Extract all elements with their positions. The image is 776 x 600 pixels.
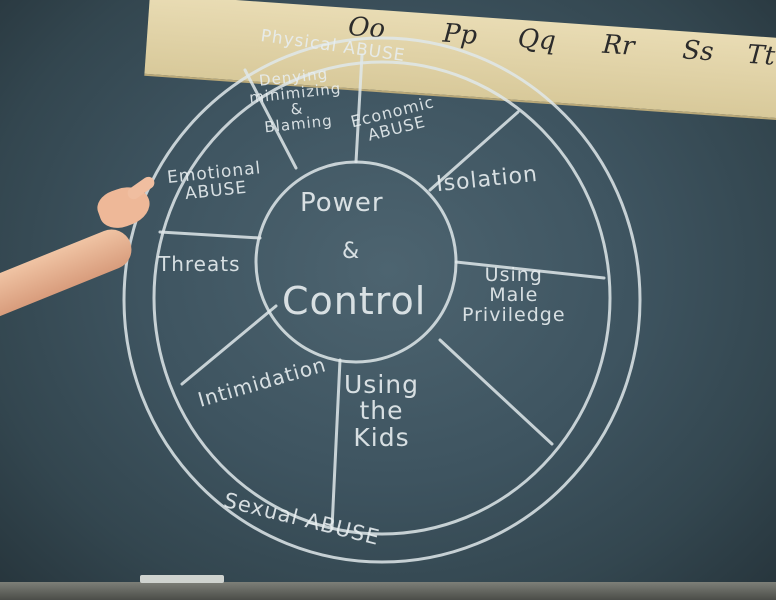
segment-using-kids: Using the Kids bbox=[344, 370, 419, 452]
spoke-threats-emotional bbox=[158, 230, 262, 240]
spoke-intimidation-threats bbox=[180, 304, 278, 386]
center-title-power: Power bbox=[300, 188, 384, 218]
segment-threats: Threats bbox=[158, 252, 241, 276]
segment-male-privilege: Using Male Priviledge bbox=[462, 264, 566, 326]
spoke-economic-isolation bbox=[428, 110, 520, 192]
spoke-kids-intimidation bbox=[330, 358, 342, 530]
spoke-denying-left bbox=[243, 68, 298, 170]
chalk-piece bbox=[140, 575, 224, 583]
outer-circle bbox=[122, 36, 642, 564]
spoke-denying-economic bbox=[354, 53, 364, 164]
center-title-control: Control bbox=[282, 279, 427, 323]
spoke-isolation-privilege bbox=[454, 260, 606, 280]
spoke-privilege-kids bbox=[438, 338, 554, 446]
chalk-tray bbox=[0, 582, 776, 600]
middle-circle bbox=[152, 60, 612, 536]
center-title-and: & bbox=[342, 239, 361, 264]
segment-denying: Denying minimizing & Blaming bbox=[248, 64, 343, 137]
